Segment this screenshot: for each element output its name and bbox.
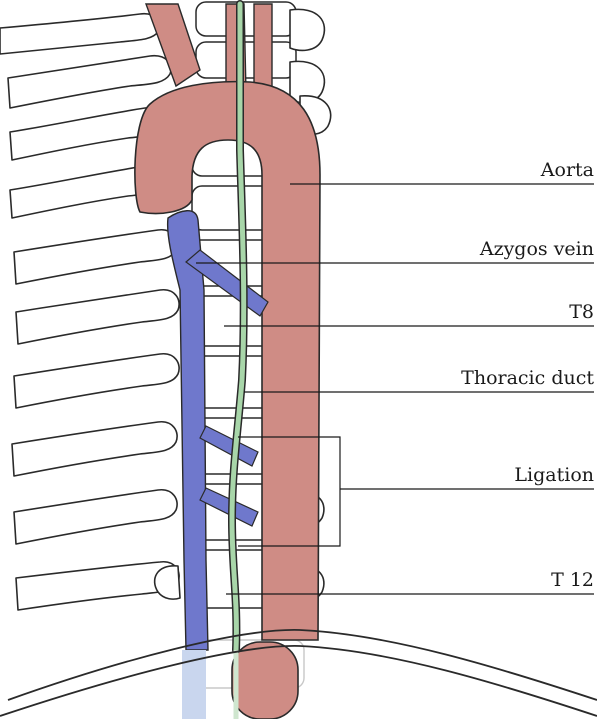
labels: Aorta Azygos vein T8 Thoracic duct Ligat… — [461, 159, 594, 591]
vertebra-t1 — [196, 2, 296, 36]
aortic-branch-subclavian — [254, 4, 272, 94]
rib-6 — [16, 290, 179, 344]
rib-9 — [14, 490, 177, 544]
rib-5 — [14, 230, 177, 284]
rib-1 — [0, 14, 159, 54]
label-aorta: Aorta — [540, 159, 594, 181]
label-ligation: Ligation — [514, 464, 594, 486]
abdominal-aorta — [232, 642, 298, 719]
rib-2 — [8, 56, 171, 108]
label-thoracic-duct: Thoracic duct — [461, 367, 594, 389]
rib-7 — [14, 354, 179, 408]
label-t8: T8 — [569, 301, 594, 323]
rib-8 — [12, 422, 177, 476]
label-azygos-vein: Azygos vein — [479, 238, 594, 260]
label-t12: T 12 — [551, 569, 594, 591]
